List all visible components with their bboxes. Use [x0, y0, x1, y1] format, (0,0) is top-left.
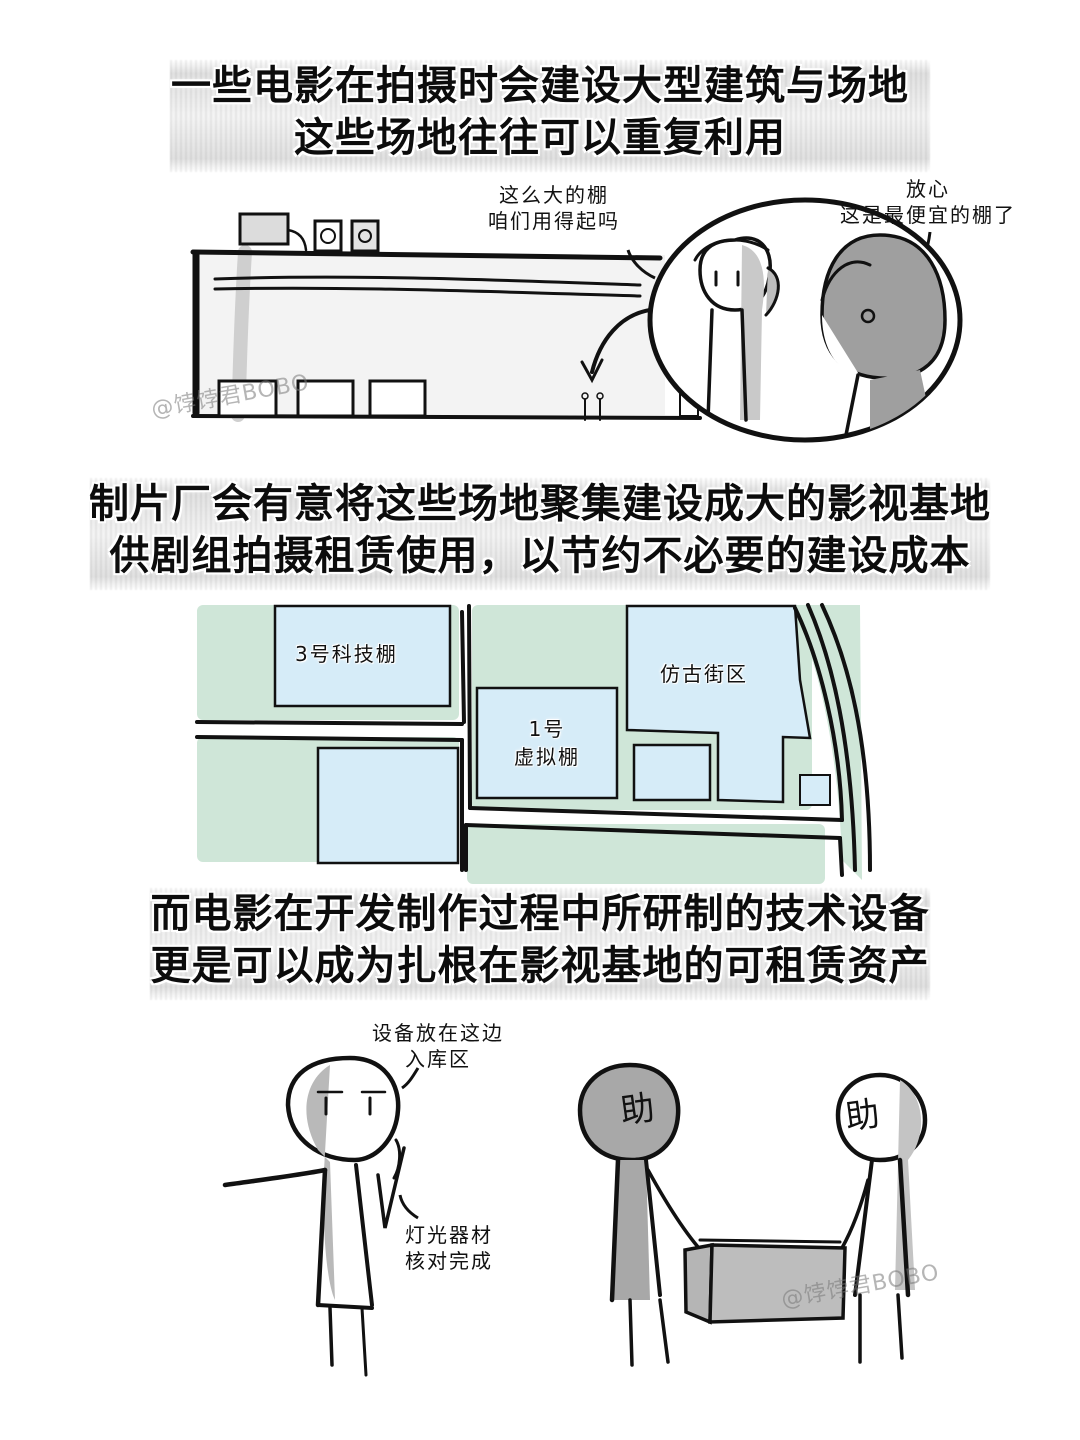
helper-head-glyph-left: 助 [617, 1087, 658, 1133]
map-label-ancient-street: 仿古街区 [660, 662, 748, 686]
caption-texture [90, 478, 990, 590]
zoom-circle [647, 197, 963, 443]
speech-bubble-top: 设备放在这边 入库区 [372, 1020, 504, 1072]
speech-tail-left [626, 249, 656, 280]
speech-top-line2: 入库区 [405, 1047, 471, 1071]
helper-head-glyph-right: 助 [842, 1093, 883, 1139]
panel1-caption-line2: 这些场地往往可以重复利用 [294, 115, 786, 161]
speech-bubble-right: 放心 这是最便宜的棚了 [840, 176, 1016, 228]
speech-phone-line1: 灯光器材 [405, 1223, 493, 1247]
character-girl [693, 236, 780, 422]
character-helper-right [835, 1072, 928, 1364]
speech-tail-top [401, 1067, 420, 1090]
map-label-virtual-stage-1-line2: 虚拟棚 [514, 745, 580, 769]
character-manager [222, 1055, 406, 1377]
panel3-caption-line2: 更是可以成为扎根在影视基地的可租赁资产 [150, 943, 930, 989]
speech-phone-line2: 核对完成 [405, 1249, 493, 1273]
panel3-caption-line1: 而电影在开发制作过程中所研制的技术设备 [150, 891, 930, 937]
equipment-box [683, 1238, 847, 1325]
panel1-caption-line1: 一些电影在拍摄时会建设大型建筑与场地 [171, 63, 909, 109]
panel2-caption-line1: 制片厂会有意将这些场地聚集建设成大的影视基地 [89, 481, 991, 527]
map-label-stage-3: 3号科技棚 [295, 642, 398, 666]
panel1-caption: 一些电影在拍摄时会建设大型建筑与场地 这些场地往往可以重复利用 [0, 60, 1080, 172]
speech-bubble-phone: 灯光器材 核对完成 [405, 1222, 493, 1274]
map-label-virtual-stage-1-line1: 1号 [528, 717, 566, 741]
character-helper-left [577, 1062, 710, 1367]
caption-texture [150, 888, 930, 1000]
panel2-caption-line2: 供剧组拍摄租赁使用，以节约不必要的建设成本 [109, 533, 971, 579]
speech-right-line1: 放心 [906, 177, 950, 201]
speech-left-line1: 这么大的棚 [499, 183, 609, 207]
speech-top-line1: 设备放在这边 [372, 1021, 504, 1045]
panel2-caption: 制片厂会有意将这些场地聚集建设成大的影视基地 供剧组拍摄租赁使用，以节约不必要的… [0, 478, 1080, 590]
studio-base-map [195, 603, 872, 884]
speech-tail-phone [398, 1194, 419, 1220]
caption-texture [170, 60, 930, 172]
studio-building [190, 212, 702, 422]
speech-left-line2: 咱们用得起吗 [488, 209, 620, 233]
panel3-caption: 而电影在开发制作过程中所研制的技术设备 更是可以成为扎根在影视基地的可租赁资产 [0, 888, 1080, 1000]
speech-right-line2: 这是最便宜的棚了 [840, 203, 1016, 227]
map-label-virtual-stage-1: 1号 虚拟棚 [502, 715, 592, 771]
speech-bubble-left: 这么大的棚 咱们用得起吗 [488, 182, 620, 234]
